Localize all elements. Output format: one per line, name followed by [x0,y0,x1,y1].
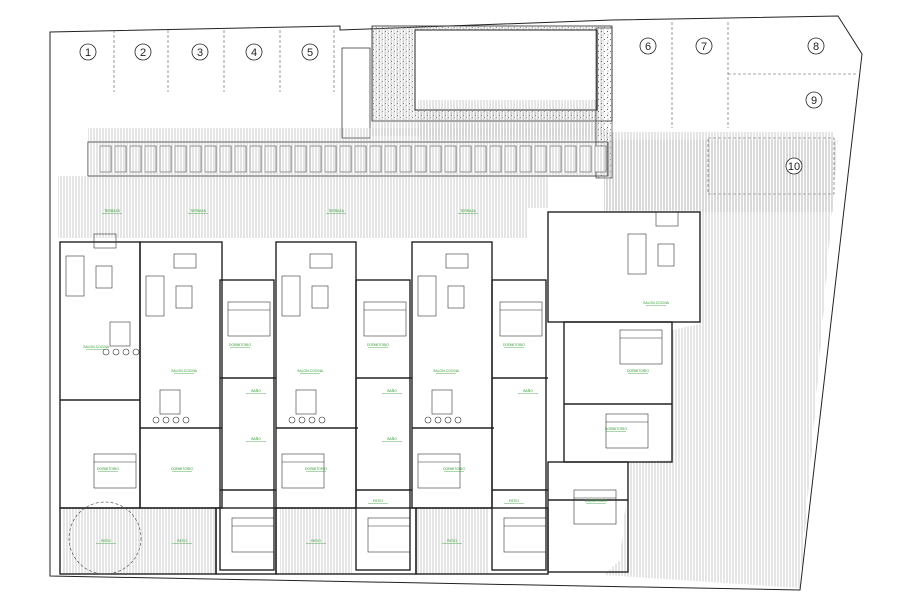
parking-number-text: 10 [788,161,800,173]
room-labels: TERRAZA TERRAZA TERRAZA TERRAZA SALON-COCINA… [83,209,670,544]
building-walls [59,211,701,575]
room-label: TERRAZA [460,209,477,213]
room-label: BAÑO [387,388,397,393]
parking-number-8: 8 [807,37,825,55]
room-label: SALON-COCINA [171,369,198,373]
parking-number-circle [805,91,823,109]
room-label: PATIO [447,539,457,543]
parking-number-circle [301,43,319,61]
parking-number-circle [695,37,713,55]
parking-number-text: 8 [813,41,819,53]
parking-number-circle [134,43,152,61]
parking-number-text: 2 [140,47,146,59]
pool-water [414,29,598,111]
room-label: DORMITORIO [503,343,525,347]
room-label: DORMITORIO [627,369,649,373]
parking-number-2: 2 [134,43,152,61]
parking-number-text: 9 [811,95,817,107]
parking-number-circle [245,43,263,61]
room-label: PATIO [101,539,111,543]
furniture [65,211,679,553]
room-label: TERRAZA [190,209,207,213]
room-label: BAÑO [387,436,397,441]
room-label: BAÑO [251,436,261,441]
room-label: PATIO [509,499,519,503]
room-label: BAÑO [523,388,533,393]
parking-number-circle [639,37,657,55]
room-label: TERRAZA [104,209,121,213]
room-label: SALON-COCINA [433,369,460,373]
room-label: DORMITORIO [305,467,327,471]
parking-number-3: 3 [191,43,209,61]
hatched-zones [58,100,838,588]
parking-number-text: 6 [645,41,651,53]
parking-number-10: 10 [785,157,803,175]
parking-number-4: 4 [245,43,263,61]
parking-number-circle [191,43,209,61]
parking-number-7: 7 [695,37,713,55]
pool-steps [341,47,371,139]
parking-number-circle [785,157,803,175]
parking-number-text: 7 [701,41,707,53]
room-label: DORMITORIO [367,343,389,347]
parking-number-text: 1 [85,47,91,59]
parking-number-text: 3 [197,47,203,59]
parking-number-text: 5 [307,47,313,59]
round-garden [68,501,142,575]
room-label: TERRAZA [328,209,345,213]
room-label: PATIO [373,499,383,503]
room-label: DORMITORIO [97,467,119,471]
room-label: BAÑO [251,388,261,393]
parking-number-circle [807,37,825,55]
parking-number-text: 4 [251,47,257,59]
room-label: PATIO [311,539,321,543]
room-label: DORMITORIO [585,499,607,503]
parking-numbers: 1 2 3 4 5 6 7 8 9 10 [79,37,825,175]
parking-number-6: 6 [639,37,657,55]
parking-number-circle [79,43,97,61]
room-label: DORMITORIO [171,467,193,471]
parking-number-9: 9 [805,91,823,109]
room-label: DORMITORIO [605,427,627,431]
room-label: SALON-COCINA [643,301,670,305]
parking-number-5: 5 [301,43,319,61]
room-label: DORMITORIO [443,467,465,471]
parking-number-1: 1 [79,43,97,61]
room-label: DORMITORIO [229,343,251,347]
room-label: PATIO [177,539,187,543]
room-label: SALON-COCINA [297,369,324,373]
room-label: SALON-COCINA [83,345,110,349]
site-boundary [49,15,863,591]
